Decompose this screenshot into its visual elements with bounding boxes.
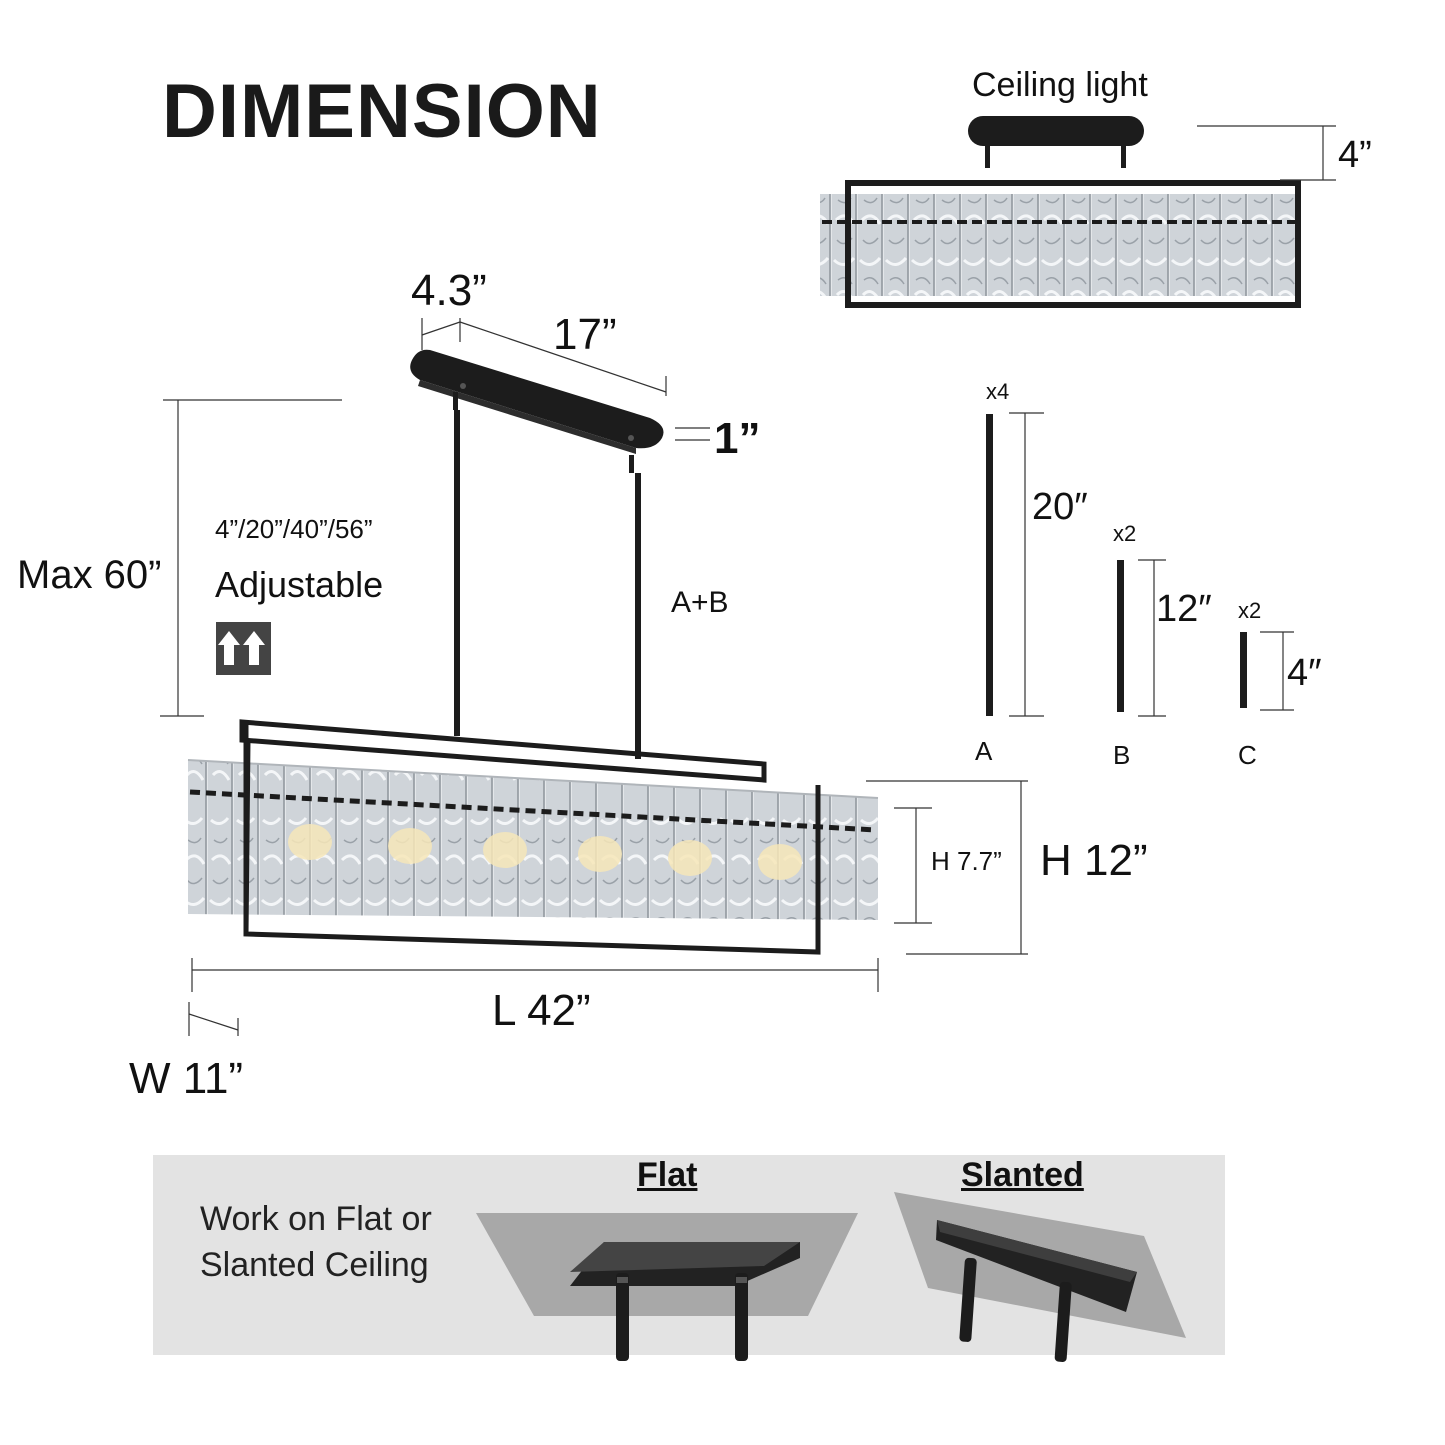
adjust-arrows-icon — [216, 622, 271, 675]
pendant-rod-right — [635, 473, 641, 759]
canopy-length-label: 17” — [553, 310, 617, 359]
ceiling-light-label: Ceiling light — [972, 66, 1148, 104]
rod-a-length: 20″ — [1032, 486, 1088, 528]
fixture-width-label: W 11” — [129, 1054, 244, 1103]
ceiling-canopy — [968, 116, 1144, 146]
rod-b — [1117, 560, 1124, 712]
ceiling-light-illustration — [820, 116, 1301, 308]
flat-ceiling-illustration — [476, 1213, 858, 1361]
rod-c-count: x2 — [1238, 598, 1262, 623]
fixture-length-label: L 42” — [492, 986, 591, 1035]
fixture-frame — [243, 722, 821, 955]
page-title: DIMENSION — [162, 69, 602, 154]
canopy-width-label: 4.3” — [411, 266, 487, 315]
ceiling-caption-line2: Slanted Ceiling — [200, 1246, 429, 1284]
slanted-heading: Slanted — [961, 1156, 1084, 1194]
flat-heading: Flat — [637, 1156, 698, 1194]
rod-c-letter: C — [1238, 740, 1257, 770]
ceiling-height-label: 4” — [1338, 134, 1372, 176]
rod-b-letter: B — [1113, 740, 1131, 770]
slanted-ceiling-illustration — [894, 1192, 1186, 1362]
ceiling-glass — [820, 194, 1298, 296]
rod-a — [986, 414, 993, 716]
total-height-label: H 12” — [1040, 836, 1148, 885]
pendant-fixture — [187, 719, 879, 955]
pendant-canopy — [410, 349, 664, 454]
canopy-thickness-label: 1” — [714, 414, 761, 463]
adjust-options-label: 4”/20”/40”/56” — [215, 514, 373, 544]
rod-b-count: x2 — [1113, 521, 1137, 546]
max-height-label: Max 60” — [17, 553, 162, 597]
rod-c — [1240, 632, 1247, 708]
pendant-rod-left — [454, 410, 460, 736]
ceiling-caption-line1: Work on Flat or — [200, 1200, 432, 1238]
rod-a-count: x4 — [986, 379, 1010, 404]
rod-b-length: 12″ — [1156, 588, 1212, 630]
rod-a-letter: A — [975, 736, 993, 766]
rod-c-length: 4″ — [1287, 652, 1322, 694]
rod-combo-label: A+B — [671, 586, 729, 619]
shade-height-label: H 7.7” — [931, 846, 1002, 876]
glass-shade — [188, 760, 878, 920]
adjustable-label: Adjustable — [215, 564, 384, 605]
ceiling-frame — [845, 180, 1301, 308]
